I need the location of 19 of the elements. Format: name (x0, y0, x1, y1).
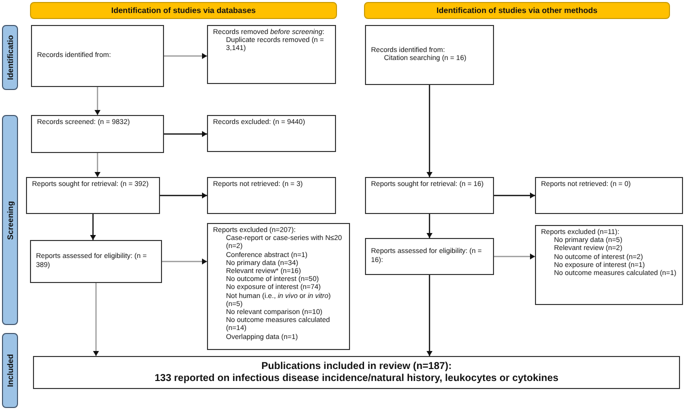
arrow (94, 153, 100, 177)
arrow (494, 192, 535, 198)
arrow (90, 214, 96, 240)
phase-band: Identificatio (2, 25, 18, 90)
arrow (93, 283, 99, 356)
phase-band: Included (2, 333, 18, 408)
section-header: Identification of studies via other methods (364, 2, 670, 19)
arrow (164, 53, 207, 59)
arrow (426, 85, 432, 177)
arrow (494, 254, 535, 260)
section-header: Identification of studies via databases (30, 2, 337, 19)
arrow (94, 87, 100, 115)
arrow (426, 275, 432, 356)
process-box: Publications included in review (n=187): 133 reported on infectious disease incidence/natural history, leukocytes or cytokines (33, 356, 680, 389)
phase-band: Screening (2, 115, 18, 325)
arrow (426, 214, 432, 238)
arrow (160, 192, 207, 198)
arrow (162, 258, 207, 264)
arrow (164, 131, 207, 137)
